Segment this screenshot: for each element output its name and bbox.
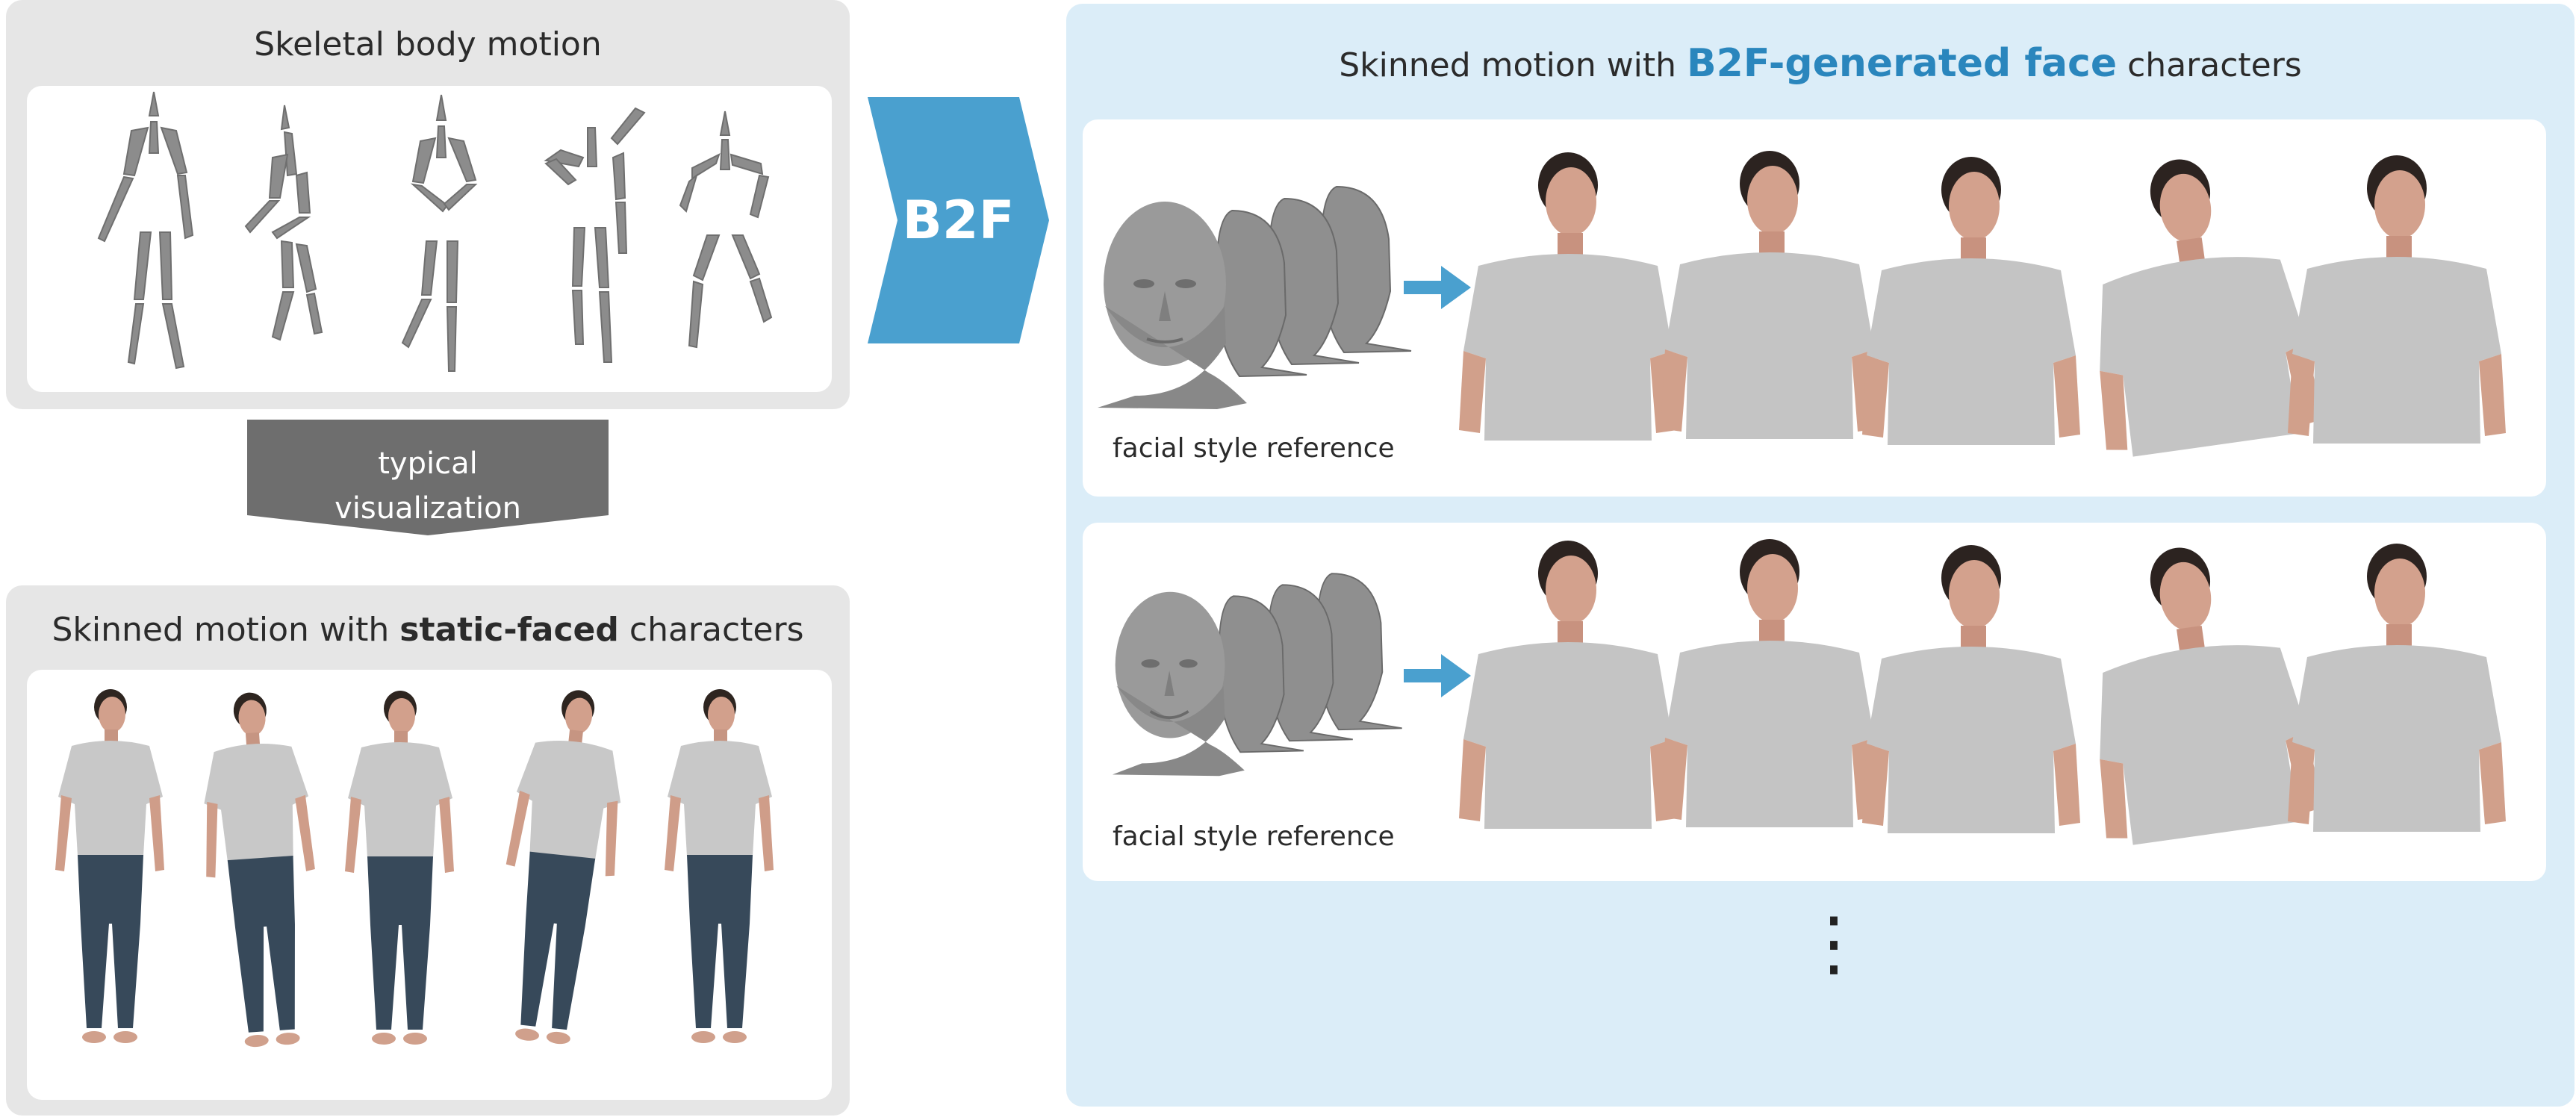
continuation-dots: ⋮: [1798, 901, 1870, 985]
b2f-row-2: facial style reference: [1083, 523, 2546, 881]
typical-label-line1: typical: [378, 447, 478, 481]
upper-body-5: [2288, 544, 2506, 832]
b2f-generated-panel: Skinned motion with B2F-generated face c…: [1066, 4, 2575, 1107]
upper-body-3: [1862, 157, 2080, 445]
upper-body-4: [2068, 532, 2324, 849]
b2f-generated-face-emphasis: B2F-generated face: [1687, 41, 2118, 86]
static-character-1: [55, 689, 164, 1043]
skeleton-pose-2: [244, 105, 323, 341]
upper-body-2: [1661, 539, 1879, 827]
upper-body-characters-row-1: [1459, 144, 2506, 461]
upper-body-4: [2068, 144, 2324, 461]
static-characters-canvas: [27, 670, 832, 1100]
upper-body-1: [1459, 152, 1677, 441]
static-character-4: [488, 684, 634, 1048]
static-panel-title: Skinned motion with static-faced charact…: [52, 611, 804, 649]
skeleton-canvas: [27, 86, 832, 392]
b2f-arrow: B2F: [868, 97, 1049, 343]
skeleton-pose-1: [97, 91, 194, 370]
static-faced-panel: Skinned motion with static-faced charact…: [6, 585, 850, 1116]
skeleton-pose-4: [544, 107, 646, 363]
upper-body-5: [2288, 155, 2506, 444]
upper-body-1: [1459, 541, 1677, 829]
static-character-2: [193, 688, 328, 1050]
typical-visualization-arrow: typical visualization: [247, 420, 609, 535]
reference-heads-row-2: [1112, 573, 1402, 777]
skeleton-pose-5: [679, 111, 773, 349]
upper-body-2: [1661, 151, 1879, 439]
b2f-panel-title: Skinned motion with B2F-generated face c…: [1339, 41, 2302, 86]
skeleton-figures: [97, 91, 773, 372]
facial-style-reference-caption-1: facial style reference: [1113, 433, 1395, 464]
typical-label-line2: visualization: [335, 491, 521, 526]
skeleton-pose-3: [401, 94, 478, 372]
skeletal-motion-panel: Skeletal body motion: [6, 0, 850, 409]
static-character-5: [665, 689, 774, 1043]
static-character-figures: [55, 684, 774, 1050]
b2f-label: B2F: [902, 190, 1015, 251]
male-reference-head: [1098, 202, 1247, 409]
static-faced-emphasis: static-faced: [399, 611, 619, 649]
reference-heads-row-1: [1098, 185, 1412, 409]
b2f-row-1: facial style reference: [1083, 119, 2546, 497]
blue-arrow-row-2: [1404, 654, 1471, 697]
upper-body-characters-row-2: [1459, 532, 2506, 849]
skeletal-panel-title: Skeletal body motion: [254, 25, 602, 63]
blue-arrow-row-1: [1404, 266, 1471, 309]
static-character-3: [345, 691, 454, 1045]
upper-body-3: [1862, 545, 2080, 833]
facial-style-reference-caption-2: facial style reference: [1113, 821, 1395, 852]
female-reference-head: [1112, 591, 1245, 777]
